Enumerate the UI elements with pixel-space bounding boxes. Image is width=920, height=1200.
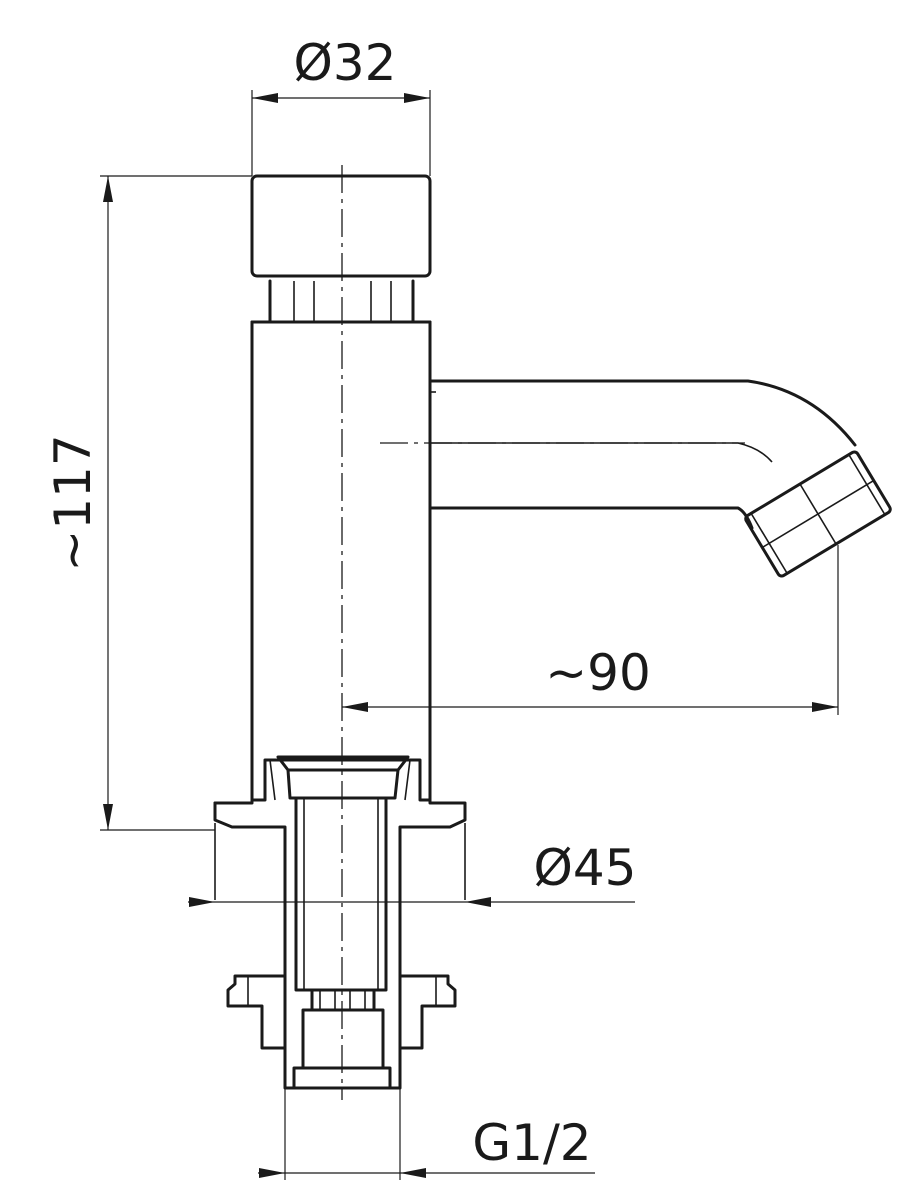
threaded-rod [294, 796, 388, 992]
aerator [744, 450, 892, 578]
spout [428, 379, 857, 530]
fixing-nut [226, 974, 457, 1050]
dimension-height [100, 175, 252, 831]
faucet-body [250, 320, 436, 802]
dimension-head-diameter [251, 90, 431, 176]
dimension-thread [258, 1088, 595, 1180]
label-thread: G1/2 [472, 1114, 591, 1172]
label-height: ~117 [44, 434, 102, 571]
label-head-diameter: Ø32 [294, 34, 397, 92]
label-base-diameter: Ø45 [534, 839, 637, 897]
dimension-spout-reach [342, 545, 839, 715]
push-button-head [250, 174, 432, 278]
knurled-neck [268, 279, 415, 323]
center-lines [341, 165, 745, 1100]
label-spout-reach: ~90 [545, 644, 651, 702]
dimension-base-diameter [188, 897, 635, 907]
